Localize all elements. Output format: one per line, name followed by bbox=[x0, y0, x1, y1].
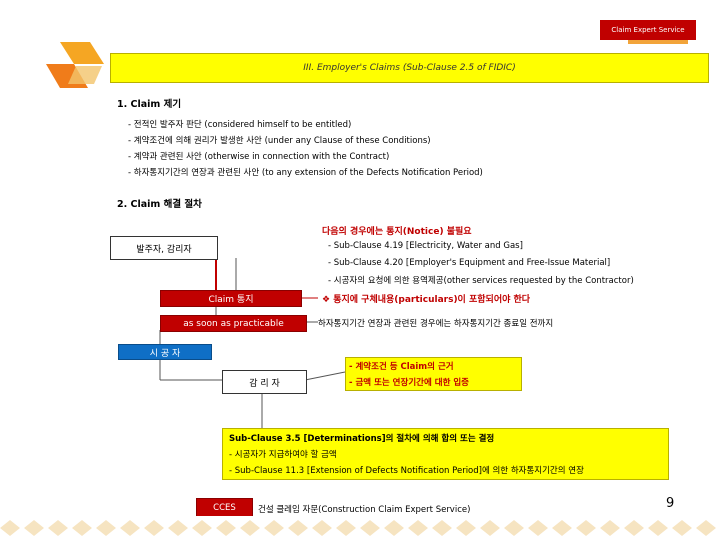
footer-text: 건설 클레임 자문(Construction Claim Expert Serv… bbox=[258, 505, 471, 515]
badge-stripe bbox=[628, 40, 688, 44]
section1-item: - 하자통지기간의 연장과 관련된 사안 (to any extension o… bbox=[128, 168, 483, 178]
section1-heading: 1. Claim 제기 bbox=[117, 99, 182, 110]
footer-logo: CCES bbox=[196, 498, 253, 518]
notice-exemption-item: - Sub-Clause 4.20 [Employer's Equipment … bbox=[328, 258, 611, 268]
engineer-notes-box: - 계약조건 등 Claim의 근거 - 금액 또는 연장기간에 대한 입증 bbox=[345, 357, 522, 391]
footer-pattern bbox=[0, 516, 720, 540]
contractor-box: 시 공 자 bbox=[118, 344, 212, 360]
notice-exemption-item: - Sub-Clause 4.19 [Electricity, Water an… bbox=[328, 241, 523, 251]
engineer-box: 감 리 자 bbox=[222, 370, 307, 394]
page-number: 9 bbox=[666, 496, 675, 511]
determination-item: - 시공자가 지급하여야 할 금액 bbox=[229, 450, 337, 460]
section2-heading: 2. Claim 해결 절차 bbox=[117, 199, 202, 210]
brand-badge: Claim Expert Service bbox=[600, 20, 696, 40]
particulars-note: ❖ 통지에 구체내용(particulars)이 포함되어야 한다 bbox=[322, 295, 531, 305]
claim-notice-box: Claim 통지 bbox=[160, 290, 302, 307]
notice-exemption-title: 다음의 경우에는 통지(Notice) 불필요 bbox=[322, 227, 472, 237]
determination-box: Sub-Clause 3.5 [Determinations]의 절차에 의해 … bbox=[222, 428, 669, 480]
employer-engineer-box: 발주자, 감리자 bbox=[110, 236, 218, 260]
engineer-note: - 금액 또는 연장기간에 대한 입증 bbox=[349, 378, 469, 388]
decorative-logo bbox=[46, 42, 104, 88]
asap-box: as soon as practicable bbox=[160, 315, 307, 332]
determination-title: Sub-Clause 3.5 [Determinations]의 절차에 의해 … bbox=[229, 434, 495, 444]
notice-exemption-item: - 시공자의 요청에 의한 용역제공(other services reques… bbox=[328, 276, 634, 286]
dnp-deadline-note: 하자통지기간 연장과 관련된 경우에는 하자통지기간 종료일 전까지 bbox=[318, 319, 554, 329]
section1-item: - 전적인 발주자 판단 (considered himself to be e… bbox=[128, 120, 352, 130]
determination-item: - Sub-Clause 11.3 [Extension of Defects … bbox=[229, 466, 584, 476]
slide-title: III. Employer's Claims (Sub-Clause 2.5 o… bbox=[110, 53, 709, 83]
section1-item: - 계약과 관련된 사안 (otherwise in connection wi… bbox=[128, 152, 390, 162]
section1-item: - 계약조건에 의해 권리가 발생한 사안 (under any Clause … bbox=[128, 136, 431, 146]
engineer-note: - 계약조건 등 Claim의 근거 bbox=[349, 362, 454, 372]
